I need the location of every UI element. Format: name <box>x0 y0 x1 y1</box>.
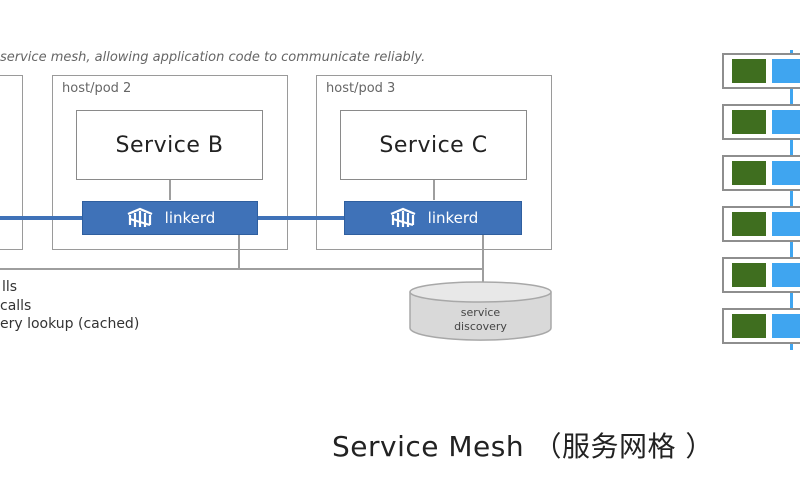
mesh-grid-row <box>722 308 800 344</box>
linkerd-proxy-b-label: linkerd <box>164 209 216 227</box>
grid-app-block <box>732 110 766 134</box>
linkerd-proxy-c: linkerd <box>344 201 522 235</box>
service-discovery-cylinder <box>409 281 552 341</box>
mesh-grid-vertical-line <box>790 50 793 350</box>
service-mesh-title: Service Mesh （服务网格 ） <box>332 430 714 463</box>
grid-proxy-block <box>772 212 800 236</box>
service-discovery-line1: service <box>460 306 501 319</box>
grid-proxy-block <box>772 314 800 338</box>
host-pod-2-label: host/pod 2 <box>62 81 132 96</box>
mesh-link-left <box>0 216 82 220</box>
connector-service-c-proxy <box>433 180 435 200</box>
mesh-grid-row <box>722 155 800 191</box>
mesh-grid-row <box>722 257 800 293</box>
mesh-grid-row <box>722 206 800 242</box>
legend-item-2: calls <box>0 298 32 314</box>
connector-service-b-proxy <box>169 180 171 200</box>
mesh-grid-row <box>722 53 800 89</box>
service-discovery-line2: discovery <box>454 320 507 333</box>
grid-proxy-block <box>772 59 800 83</box>
grid-proxy-block <box>772 110 800 134</box>
service-discovery-label: service discovery <box>408 306 553 334</box>
discovery-line-b <box>238 235 240 269</box>
grid-proxy-block <box>772 161 800 185</box>
linkerd-proxy-c-label: linkerd <box>427 209 479 227</box>
linkerd-logo-icon <box>127 207 153 227</box>
service-c-box: Service C <box>340 110 527 180</box>
host-pod-3-label: host/pod 3 <box>326 81 396 96</box>
grid-app-block <box>732 263 766 287</box>
grid-app-block <box>732 59 766 83</box>
grid-app-block <box>732 161 766 185</box>
grid-app-block <box>732 314 766 338</box>
discovery-line-c <box>482 235 484 285</box>
linkerd-logo-icon <box>390 207 416 227</box>
service-b-label: Service B <box>115 132 224 158</box>
mesh-grid-row <box>722 104 800 140</box>
service-c-label: Service C <box>379 132 488 158</box>
grid-proxy-block <box>772 263 800 287</box>
legend-item-1: lls <box>2 279 18 295</box>
legend-item-3: ery lookup (cached) <box>0 316 140 332</box>
service-b-box: Service B <box>76 110 263 180</box>
diagram-caption: service mesh, allowing application code … <box>0 50 426 65</box>
linkerd-proxy-b: linkerd <box>82 201 258 235</box>
grid-app-block <box>732 212 766 236</box>
discovery-line-horizontal <box>0 268 484 270</box>
host-pod-1-partial <box>0 75 23 250</box>
mesh-link-middle <box>258 216 344 220</box>
